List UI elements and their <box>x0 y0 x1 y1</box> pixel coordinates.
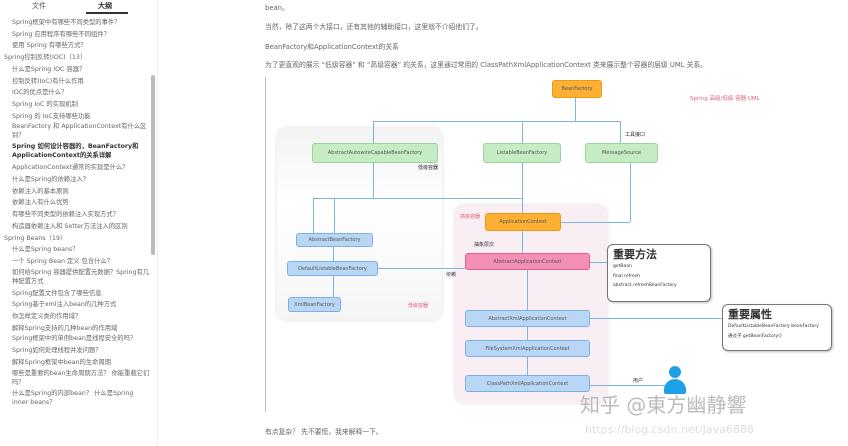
high-level-container-label: 高级容器 <box>460 214 481 220</box>
xml-bean-factory-node: XmlBeanFactory <box>288 297 341 312</box>
abstract-layer-label: 抽象层次 <box>474 242 495 248</box>
abstract-application-context-node: AbstractApplicationContext <box>465 253 590 270</box>
connector-line <box>378 268 465 269</box>
outline-item[interactable]: Spring IoC 的实现机制 <box>12 100 78 108</box>
outline-item[interactable]: 什么是Spring IOC 容器？ <box>12 65 86 73</box>
tool-interface-label: 工具接口 <box>625 132 646 138</box>
tab-outline[interactable]: 大纲 <box>98 2 112 10</box>
tab-files[interactable]: 文件 <box>32 2 46 10</box>
paragraph: 有点复杂？ 先不要慌，我来解释一下。 <box>265 428 383 436</box>
sidebar: 文件 大纲 Spring框架中有哪些不同类型的事件？ Spring 应用程序有哪些… <box>0 0 158 446</box>
method-item: abstract refreshBeanFactory <box>613 283 677 288</box>
outline-item[interactable]: Spring框架中有哪些不同类型的事件？ <box>12 19 121 26</box>
connector-line <box>334 198 335 233</box>
outline-item[interactable]: 有哪些不同类型的依赖注入实现方式？ <box>12 211 120 219</box>
connector-line <box>590 385 665 386</box>
connector-line <box>333 276 334 297</box>
connector-line <box>575 98 576 121</box>
connector-line <box>590 262 608 263</box>
listable-bean-factory-node: ListableBeanFactory <box>483 143 561 163</box>
connector-line <box>620 121 621 143</box>
user-icon <box>664 366 686 394</box>
quote-border <box>265 77 266 412</box>
outline-item[interactable]: BeanFactory 和 ApplicationContext有什么区别？ <box>12 123 147 140</box>
paragraph: bean。 <box>265 4 289 12</box>
outline-item[interactable]: 如何给Spring 容器提供配置元数据？Spring有几种配置方式 <box>12 268 150 285</box>
connector-line <box>560 222 630 223</box>
bean-factory-node: BeanFactory <box>552 80 602 98</box>
connector-line <box>313 198 314 233</box>
outline-item[interactable]: 什么是Spring的内部bean？ 什么是Spring inner beans？ <box>12 389 134 406</box>
props-title: 重要属性 <box>728 308 772 321</box>
outline-item[interactable]: 使用 Spring 有哪些方式？ <box>12 42 87 50</box>
connector-line <box>522 162 523 213</box>
outline-item[interactable]: 解释Spring框架中bean的生命周期 <box>12 359 112 367</box>
dependency-label: 依赖 <box>446 272 457 278</box>
outline-item[interactable]: 依赖注入有什么优势 <box>12 199 69 207</box>
important-properties-note: 重要属性 DefaultListableBeanFactory beanFact… <box>722 304 832 351</box>
outline-item[interactable]: Spring 的 IoC支持哪些功能 <box>12 112 91 120</box>
sidebar-tabs: 文件 大纲 <box>0 0 157 14</box>
outline-item[interactable]: 依赖注入的基本原则 <box>12 187 69 195</box>
outline-item[interactable]: Spring控制反转(IOC)（13） <box>4 54 87 62</box>
method-item: getBean <box>613 264 632 269</box>
method-item: final refresh <box>613 273 640 279</box>
watermark-url: https://blog.csdn.net/Java6888 <box>585 423 754 436</box>
outline-item[interactable]: 解释Spring支持的几种bean的作用域 <box>12 324 118 332</box>
application-context-node: ApplicationContext <box>485 213 561 231</box>
message-source-node: MessageSource <box>585 143 658 163</box>
outline-item[interactable]: 什么是Spring beans？ <box>12 246 79 254</box>
paragraph: 为了更直观的展示 “低级容器” 和 “高级容器” 的关系，这里通过常用的 Cla… <box>265 61 708 69</box>
outline-item[interactable]: Spring配置文件包含了哪些信息 <box>12 289 102 297</box>
outline-item[interactable]: 控制反转(IoC)有什么作用 <box>12 77 84 85</box>
connector-line <box>334 198 523 199</box>
default-listable-node: DefaultListableBeanFactory <box>287 261 378 276</box>
connector-line <box>373 121 621 122</box>
active-tab-indicator <box>86 12 128 14</box>
outline-item[interactable]: Spring 应用程序有哪些不同组件？ <box>12 30 110 38</box>
outline-item[interactable]: 什么是Spring的依赖注入？ <box>12 176 89 184</box>
outline-item[interactable]: Spring如何处理线程并发问题？ <box>12 347 102 355</box>
paragraph: 当然，除了这两个大接口，还有其他的辅助接口，这里就不介绍他们了。 <box>265 23 483 31</box>
outline-item[interactable]: 一个 Spring Bean 定义 包含什么？ <box>12 257 114 265</box>
low-level-label: 低级容器 <box>418 165 439 171</box>
connector-line <box>373 162 374 198</box>
connector-line <box>590 318 722 319</box>
outline-item[interactable]: 你怎样定义类的作用域？ <box>12 313 82 321</box>
prop-item: 通过子 getBeanFactory() <box>728 333 782 339</box>
outline-item[interactable]: Spring 如何设计容器的，BeanFactory和ApplicationCo… <box>12 143 139 160</box>
connector-line <box>630 162 631 222</box>
important-methods-note: 重要方法 getBean final refresh abstract refr… <box>607 244 711 302</box>
outline-item[interactable]: IOC的优点是什么？ <box>12 89 68 97</box>
outline-item[interactable]: Spring框架中的单例bean是线程安全的吗？ <box>12 335 137 343</box>
paragraph: BeanFactory和ApplicationContext的关系 <box>265 43 399 51</box>
outline-item[interactable]: ApplicationContext通常的实现是什么？ <box>12 164 129 172</box>
connector-line <box>522 230 523 253</box>
abstract-bean-factory-node: AbstractBeanFactory <box>296 233 373 247</box>
outline-item[interactable]: Spring基于xml注入bean的几种方式 <box>12 301 117 309</box>
low-level-container-label: 低级容器 <box>408 303 429 309</box>
outline-item[interactable]: 哪些是重要的bean生命周期方法？ 你能重载它们吗？ <box>12 369 150 386</box>
prop-item: DefaultListableBeanFactory beanFactory <box>728 324 819 329</box>
outline-list: Spring框架中有哪些不同类型的事件？ Spring 应用程序有哪些不同组件？ 使… <box>0 17 150 409</box>
connector-line <box>313 198 334 199</box>
class-path-xml-node: ClassPathXmlApplicationContext <box>465 375 590 392</box>
diagram-caption: Spring 高级/低级 容器 UML <box>690 96 760 102</box>
outline-item[interactable]: Spring Beans（19） <box>4 234 67 242</box>
sidebar-scrollbar[interactable] <box>151 75 155 255</box>
outline-item[interactable]: 构造器依赖注入和 Setter方法注入的区别 <box>12 222 128 230</box>
connector-line <box>333 247 334 261</box>
user-label: 用户 <box>633 378 644 384</box>
watermark: 知乎 @東方幽静響 <box>580 393 747 417</box>
abstract-xml-node: AbstractXmlApplicationContext <box>465 310 590 327</box>
high-level-container <box>455 205 607 403</box>
methods-title: 重要方法 <box>613 248 657 261</box>
file-system-xml-node: FileSystemXmlApplicationContext <box>465 340 590 357</box>
connector-line <box>527 270 528 392</box>
connector-line <box>373 121 374 143</box>
connector-line <box>522 121 523 143</box>
abstract-autowire-node: AbstractAutowireCapableBeanFactory <box>312 143 438 163</box>
